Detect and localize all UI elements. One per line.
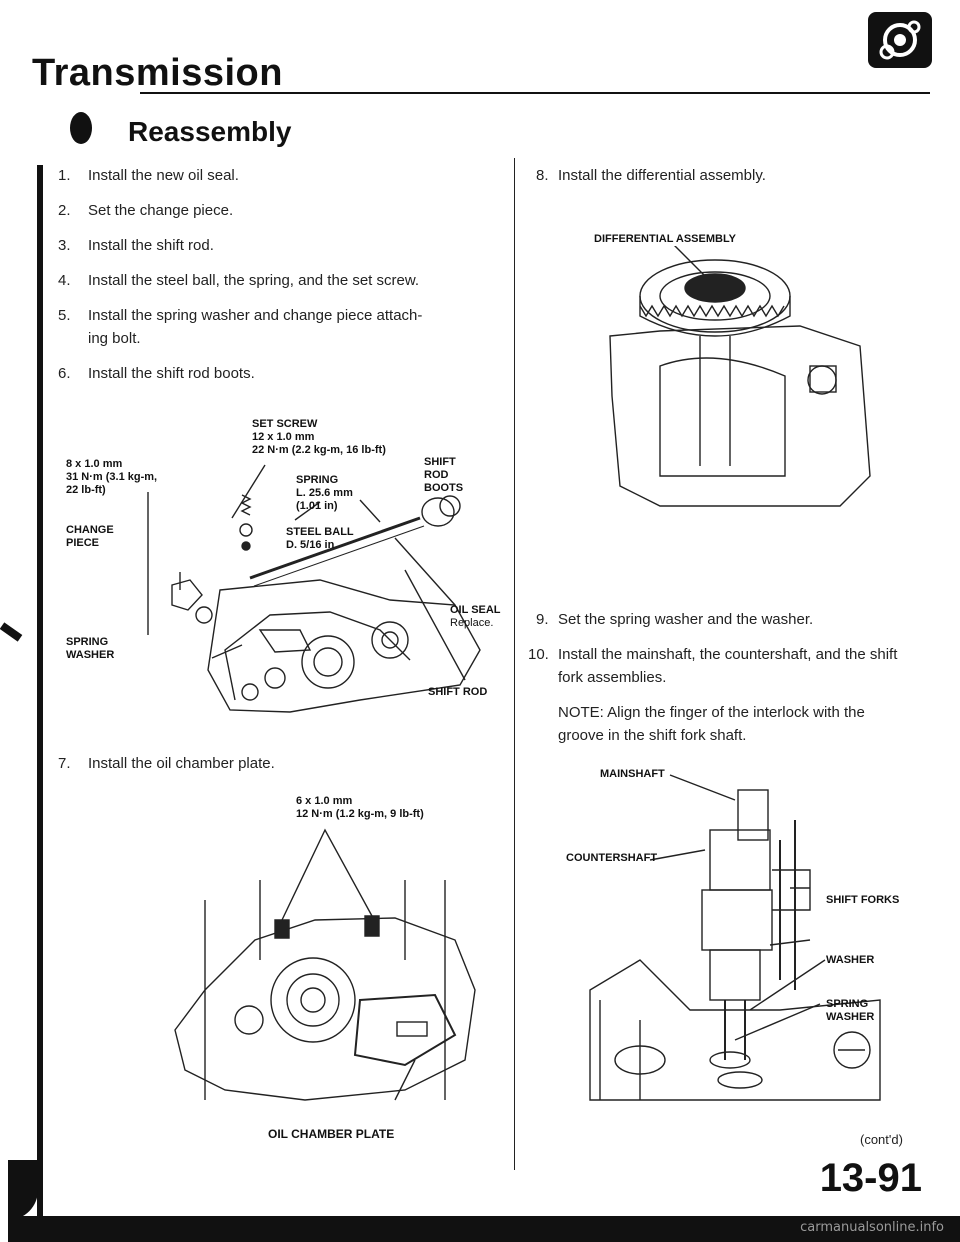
continued-note: (cont'd) [860,1132,903,1147]
gear-shield-icon [868,12,932,68]
spring-label: SPRING [296,474,339,486]
shift-rod-boots-label: SHIFT [424,456,456,468]
mainshaft-label: MAINSHAFT [600,768,665,780]
step-number: 4. [58,272,71,289]
plate-bolt-size: 6 x 1.0 mm [296,795,353,807]
oil-seal-label: OIL SEAL [450,604,501,616]
step-text: Install the mainshaft, the countershaft,… [558,646,898,663]
margin-mark [0,622,23,642]
spring-washer-label: WASHER [826,1011,875,1023]
spring-length: L. 25.6 mm [296,487,353,499]
note-text: NOTE: Align the finger of the interlock … [558,704,865,721]
left-margin-bar [37,165,43,1242]
margin-mark [8,1160,38,1220]
shift-rod-boots-label: BOOTS [424,482,464,494]
step-number: 1. [58,167,71,184]
oil-chamber-plate-diagram [174,828,476,1101]
page-title: Transmission [32,52,283,94]
shift-rod-boots-label: ROD [424,469,449,481]
step-text: Install the differential assembly. [558,167,766,184]
step-number: 8. [536,167,549,184]
plate-bolt-torque: 12 N·m (1.2 kg-m, 9 lb-ft) [296,808,424,820]
step-number: 9. [536,611,549,628]
change-piece-label: CHANGE [66,524,114,536]
bolt-torque-1: 31 N·m (3.1 kg-m, [66,471,158,483]
step-number: 5. [58,307,71,324]
step-text: Install the steel ball, the spring, and … [88,272,420,289]
spring-washer-label: WASHER [66,649,115,661]
note-line-1: NOTE: Align the finger of the interlock … [558,701,938,724]
step-text: Set the change piece. [88,202,234,219]
step-number: 2. [58,202,71,219]
oil-seal-note: Replace. [450,617,494,629]
spring-washer-label: SPRING [66,636,109,648]
note-line-2: groove in the shift fork shaft. [558,724,938,747]
differential-assembly-label: DIFFERENTIAL ASSEMBLY [594,233,736,245]
step-number: 6. [58,365,71,382]
step-number: 3. [58,237,71,254]
section-bullet [70,112,92,144]
page-number: 13-91 [819,1156,922,1200]
footer-bar: carmanualsonline.info [8,1216,960,1242]
steel-ball-label: STEEL BALL [286,526,354,538]
title-rule [140,92,930,94]
step-number: 7. [58,755,71,772]
step-number: 10. [528,646,549,663]
watermark-text: carmanualsonline.info [800,1220,944,1235]
washer-label: WASHER [826,954,875,966]
bolt-size: 8 x 1.0 mm [66,458,123,470]
step-text: Install the spring washer and change pie… [88,307,423,324]
differential-assembly-diagram [609,246,871,507]
shaft-assembly-diagram [589,774,881,1101]
shift-forks-label: SHIFT FORKS [826,894,900,906]
column-divider [514,158,515,1170]
shift-rod-label: SHIFT ROD [428,686,488,698]
set-screw-size: 12 x 1.0 mm [252,431,315,443]
step-text: fork assemblies. [558,669,667,686]
step-text: Set the spring washer and the washer. [558,611,814,628]
spring-length-in: (1.01 in) [296,500,338,512]
steel-ball-diameter: D. 5/16 in [286,539,335,551]
section-title: Reassembly [128,116,292,147]
step-text: Install the shift rod boots. [88,365,255,382]
countershaft-label: COUNTERSHAFT [566,852,658,864]
set-screw-torque: 22 N·m (2.2 kg-m, 16 lb-ft) [252,444,386,456]
oil-chamber-plate-label: OIL CHAMBER PLATE [268,1127,395,1141]
note-text: groove in the shift fork shaft. [558,727,747,744]
shift-rod-diagram [147,464,481,713]
spring-washer-label: SPRING [826,998,869,1010]
bolt-torque-2: 22 lb-ft) [66,484,106,496]
change-piece-label: PIECE [66,537,100,549]
step-text: Install the oil chamber plate. [88,755,275,772]
step-text: Install the new oil seal. [88,167,239,184]
step-text: Install the shift rod. [88,237,214,254]
step-text: ing bolt. [88,330,141,347]
set-screw-label: SET SCREW [252,418,318,430]
